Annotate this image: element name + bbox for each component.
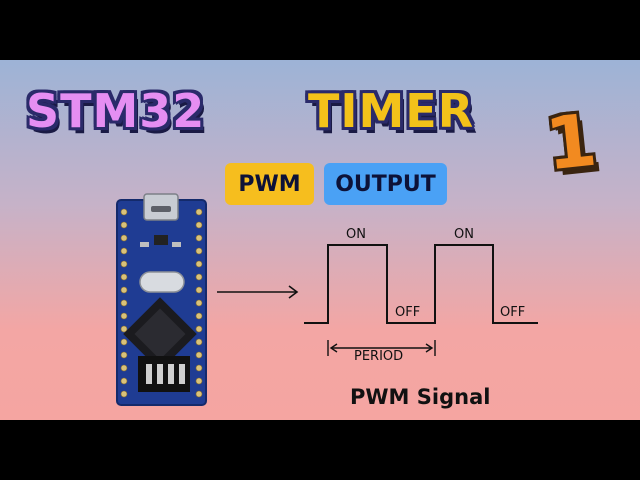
label-off-2: OFF (500, 305, 525, 320)
label-off-1: OFF (395, 305, 420, 320)
label-on-1: ON (346, 227, 366, 242)
badge-pwm: PWM (225, 163, 314, 205)
mcu-chip (123, 297, 197, 371)
label-period: PERIOD (354, 349, 403, 364)
badge-output: OUTPUT (324, 163, 447, 205)
title-stm32: STM32 (26, 84, 206, 138)
period-marker (327, 340, 436, 356)
pwm-waveform (304, 244, 538, 324)
signal-caption: PWM Signal (350, 385, 490, 409)
pin-header-left (120, 208, 128, 398)
stm32-board-image (116, 193, 207, 406)
pin-header-right (195, 208, 203, 398)
label-on-2: ON (454, 227, 474, 242)
diagram-canvas: ON ON OFF OFF PERIOD PWM Signal (116, 193, 538, 409)
banner: STM32 TIMER 1 PWM OUTPUT (0, 60, 640, 420)
arrow-to-signal (217, 285, 299, 299)
title-timer: TIMER (308, 84, 475, 138)
crystal-oscillator (139, 271, 185, 293)
